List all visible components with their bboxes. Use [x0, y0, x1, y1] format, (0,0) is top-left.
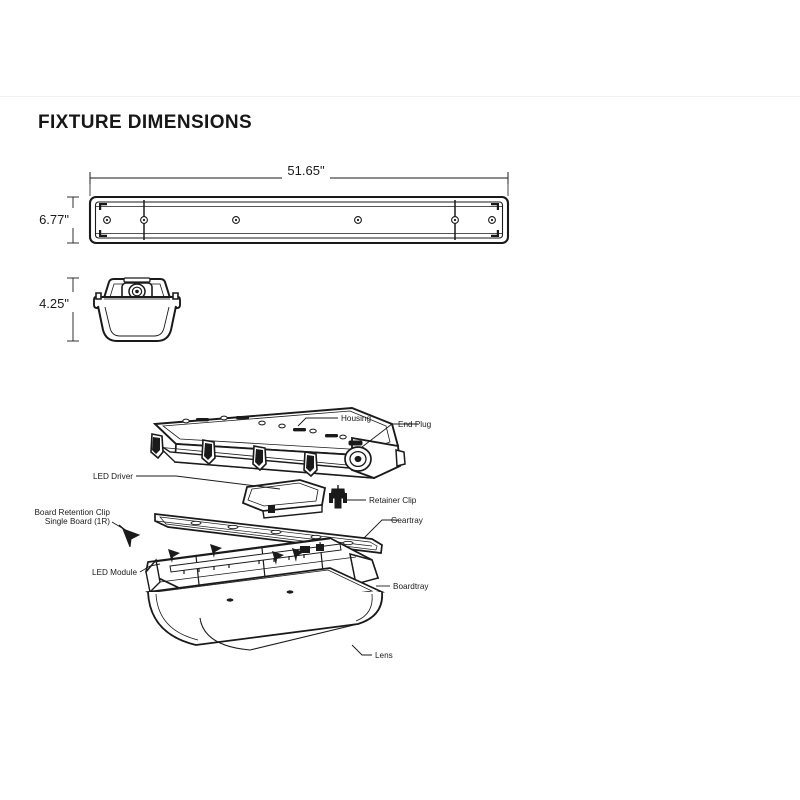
callout-boardtray: Boardtray: [376, 582, 429, 591]
fixture-inner-channel: [94, 201, 504, 239]
height-dimension-label: 4.25": [39, 296, 69, 311]
callout-board-retention-clip-label: Board Retention Clip: [34, 508, 110, 517]
length-dimension-label: 51.65": [287, 163, 325, 178]
callout-end-plug: End Plug: [361, 420, 432, 448]
exploded-housing: [150, 407, 406, 479]
length-dimension-line: [89, 172, 509, 184]
width-dimension-line: [67, 196, 79, 244]
end-section-view: 4.25": [39, 277, 181, 342]
callout-lens-label: Lens: [375, 651, 393, 660]
height-dimension-line: [67, 277, 79, 342]
callout-led-driver-label: LED Driver: [93, 472, 133, 481]
exploded-assembly-view: Housing End Plug LED Driver Retainer Cli…: [34, 407, 432, 660]
callout-lens: Lens: [351, 644, 393, 660]
callout-boardtray-label: Boardtray: [393, 582, 429, 591]
callout-led-module: LED Module: [92, 563, 161, 577]
exploded-led-driver: [241, 479, 327, 519]
header-divider: [0, 96, 800, 97]
callout-led-driver: LED Driver: [93, 472, 281, 490]
top-plan-view: 51.65" 6.77": [39, 163, 510, 245]
callout-housing: Housing: [297, 414, 371, 427]
seated-retention-clips: [168, 544, 324, 565]
callout-led-module-label: LED Module: [92, 568, 138, 577]
section-knockout: [123, 277, 151, 283]
callout-retainer-clip: Retainer Clip: [347, 496, 417, 505]
width-dimension-label: 6.77": [39, 212, 69, 227]
section-mounting-band: [93, 296, 181, 309]
exploded-retainer-clip: [329, 485, 347, 509]
geartray-punchouts: [190, 520, 354, 546]
callout-housing-label: Housing: [341, 414, 371, 423]
callout-board-retention-clip: Board Retention Clip Single Board (1R): [34, 508, 129, 535]
callout-single-board-label: Single Board (1R): [45, 517, 110, 526]
callout-retainer-clip-label: Retainer Clip: [369, 496, 417, 505]
exploded-lens: [145, 567, 385, 651]
housing-mounting-clips: [150, 433, 318, 478]
callout-end-plug-label: End Plug: [398, 420, 432, 429]
callout-geartray-label: Geartray: [391, 516, 424, 525]
housing-surface-details: [182, 415, 347, 440]
callout-geartray: Geartray: [363, 516, 424, 539]
page-title: FIXTURE DIMENSIONS: [38, 112, 253, 133]
section-lens-outer: [97, 305, 177, 342]
section-lens-inner: [104, 306, 170, 337]
